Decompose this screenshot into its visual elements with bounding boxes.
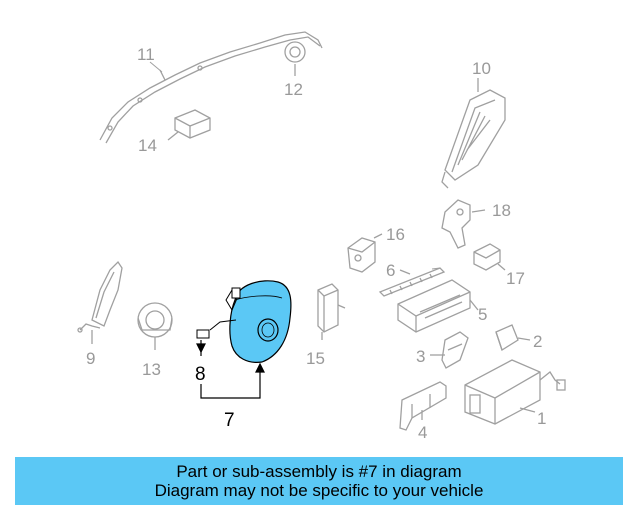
callout-16: 16 <box>386 225 405 244</box>
callout-leaders <box>149 61 441 270</box>
callout-11: 11 <box>137 45 155 64</box>
callout-18: 18 <box>492 201 511 220</box>
part-2-bracket[interactable] <box>495 324 531 351</box>
part-4-bracket[interactable] <box>399 381 447 431</box>
callout-9: 9 <box>86 349 95 368</box>
part-14-sensor[interactable] <box>167 109 211 141</box>
part-9-side-airbag[interactable] <box>77 260 123 344</box>
part-5-module[interactable] <box>397 279 479 333</box>
banner-line-1: Part or sub-assembly is #7 in diagram <box>176 462 462 481</box>
callout-10: 10 <box>472 59 491 78</box>
part-6-strip[interactable] <box>378 267 446 297</box>
part-16-sensor[interactable] <box>347 233 383 273</box>
part-15-sensor[interactable] <box>317 283 346 340</box>
callout-2: 2 <box>533 332 542 351</box>
callout-3: 3 <box>416 347 425 366</box>
leader-lines <box>196 340 265 399</box>
part-1-module[interactable] <box>464 359 566 425</box>
callout-1: 1 <box>537 409 546 428</box>
callout-4: 4 <box>418 423 427 442</box>
callout-13: 13 <box>142 360 161 379</box>
parts-diagram: 11 12 14 10 18 16 17 6 5 2 3 1 4 15 13 9… <box>77 31 566 442</box>
callout-5: 5 <box>478 305 487 324</box>
callout-8: 8 <box>195 364 206 385</box>
callout-7: 7 <box>224 410 235 431</box>
banner-line-2: Diagram may not be specific to your vehi… <box>154 481 484 500</box>
info-banner: Part or sub-assembly is #7 in diagram Di… <box>15 457 623 505</box>
part-11-curtain-airbag[interactable] <box>99 31 323 144</box>
part-10-passenger-airbag[interactable] <box>441 78 506 189</box>
part-12-plug[interactable] <box>284 41 306 76</box>
callout-17: 17 <box>506 269 525 288</box>
callout-15: 15 <box>306 349 325 368</box>
callout-12: 12 <box>284 80 303 99</box>
callout-14: 14 <box>138 136 157 155</box>
part-3-bracket[interactable] <box>430 331 469 369</box>
part-18-bracket[interactable] <box>441 199 486 249</box>
part-17-sensor[interactable] <box>473 243 506 271</box>
part-13-clockspring[interactable] <box>137 302 173 350</box>
part-7-driver-airbag[interactable] <box>225 280 292 363</box>
part-8-wiring[interactable] <box>196 319 237 339</box>
callout-6: 6 <box>386 261 395 280</box>
